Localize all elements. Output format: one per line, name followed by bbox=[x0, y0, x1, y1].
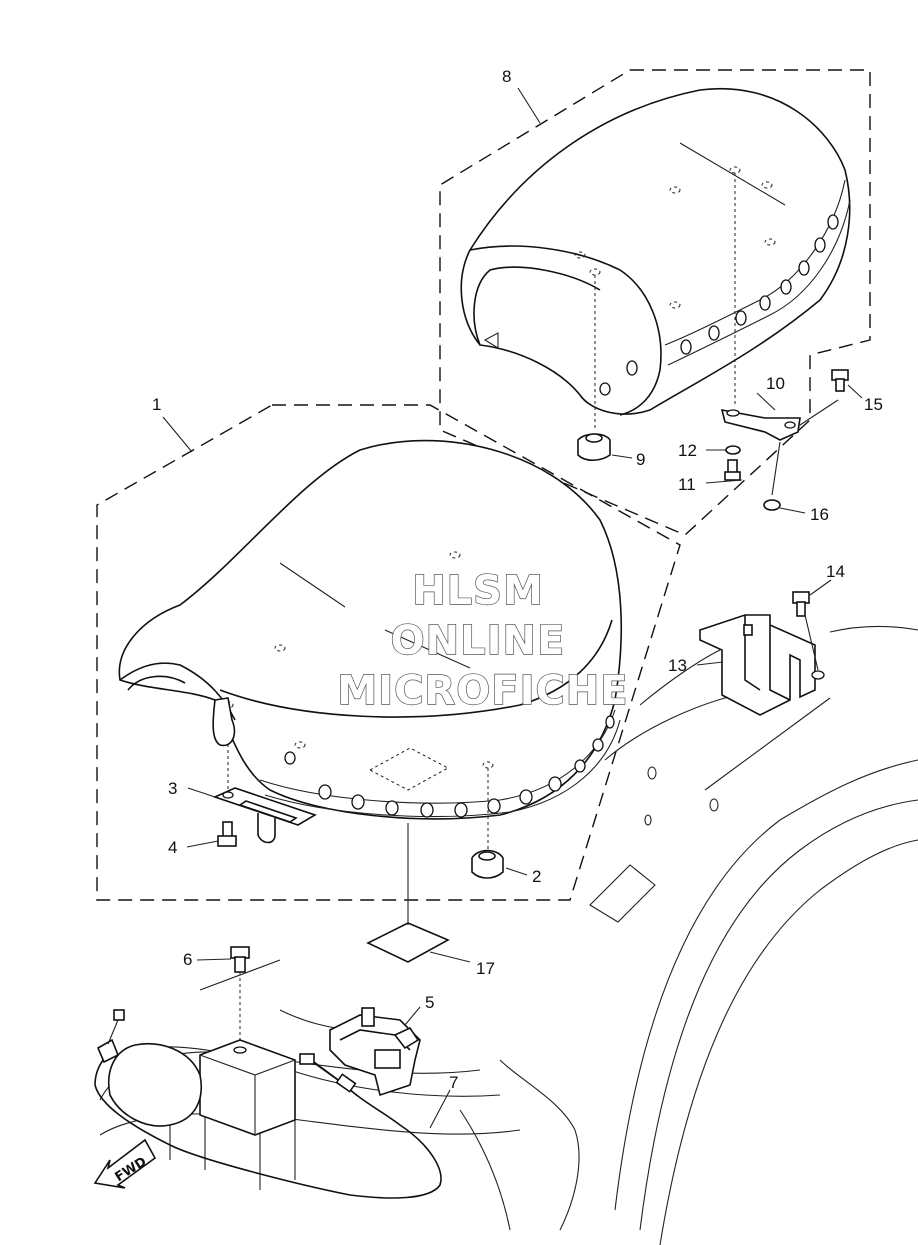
frame-mount bbox=[108, 1039, 296, 1136]
front-seat-group-outline bbox=[96, 404, 681, 901]
callout-4: 4 bbox=[168, 838, 177, 857]
washer-16 bbox=[763, 499, 781, 511]
front-seat bbox=[118, 439, 623, 850]
washer-12 bbox=[725, 445, 741, 455]
leader-lines bbox=[162, 87, 863, 1129]
callout-15: 15 bbox=[864, 395, 883, 414]
rear-seat-bracket bbox=[720, 408, 801, 441]
callout-14: 14 bbox=[826, 562, 845, 581]
callout-9: 9 bbox=[636, 450, 645, 469]
callout-2: 2 bbox=[532, 867, 541, 886]
bolt-11 bbox=[724, 459, 741, 481]
rear-seat-group-outline bbox=[439, 69, 871, 536]
callout-17: 17 bbox=[476, 959, 495, 978]
watermark-line-3: MICROFICHE bbox=[337, 668, 628, 714]
front-seat-plate bbox=[212, 787, 317, 844]
callout-5: 5 bbox=[425, 993, 434, 1012]
forward-direction-arrow: FWD bbox=[93, 1138, 157, 1189]
watermark: HLSM ONLINE MICROFICHE bbox=[337, 567, 629, 714]
seat-bracket-13 bbox=[699, 614, 825, 716]
seat-lock-5 bbox=[329, 1007, 421, 1097]
rear-seat bbox=[460, 87, 851, 430]
callout-8: 8 bbox=[502, 67, 511, 86]
callout-12: 12 bbox=[678, 441, 697, 460]
watermark-line-2: ONLINE bbox=[391, 618, 566, 664]
callout-16: 16 bbox=[810, 505, 829, 524]
watermark-line-1: HLSM bbox=[412, 568, 544, 614]
callout-3: 3 bbox=[168, 779, 177, 798]
seat-lock-cable bbox=[94, 1009, 442, 1199]
rubber-damper-rear bbox=[577, 433, 611, 462]
front-seat-hook bbox=[212, 697, 236, 747]
bolt-4 bbox=[217, 821, 237, 847]
bolt-15 bbox=[831, 369, 849, 392]
rubber-damper-front bbox=[471, 849, 504, 879]
bolt-14 bbox=[792, 591, 819, 671]
caution-label bbox=[366, 922, 450, 963]
callout-6: 6 bbox=[183, 950, 192, 969]
callout-1: 1 bbox=[152, 395, 161, 414]
callout-10: 10 bbox=[766, 374, 785, 393]
callout-numbers: 1 2 3 4 5 6 7 8 9 10 11 12 13 14 15 16 1… bbox=[152, 67, 883, 1092]
callout-13: 13 bbox=[668, 656, 687, 675]
callout-11: 11 bbox=[678, 475, 696, 494]
bolt-6 bbox=[230, 946, 250, 1045]
callout-7: 7 bbox=[449, 1073, 458, 1092]
